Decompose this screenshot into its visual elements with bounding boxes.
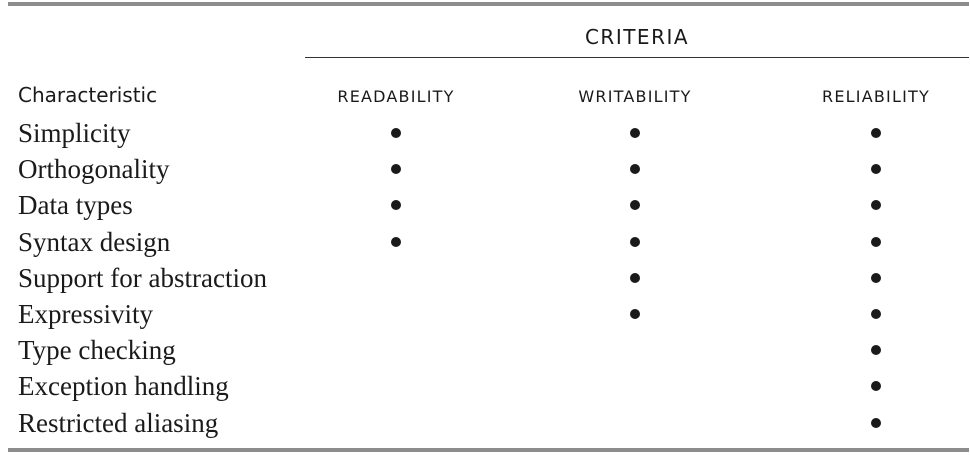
bullet-mark: [871, 417, 881, 428]
column-header-reliability: RELIABILITY: [822, 87, 930, 106]
bullet-mark: [630, 236, 640, 247]
bullet-mark: [630, 272, 640, 283]
bullet-mark: [630, 128, 640, 138]
row-label: Syntax design: [18, 226, 171, 257]
bullet-mark: [391, 200, 401, 211]
table-row: Syntax design: [0, 224, 970, 260]
row-label: Type checking: [18, 335, 176, 366]
row-label: Restricted aliasing: [18, 407, 219, 438]
table-row: Support for abstraction: [0, 260, 970, 296]
row-label: Orthogonality: [18, 154, 170, 185]
bullet-mark: [871, 309, 881, 319]
bullet-mark: [630, 200, 640, 211]
row-label: Data types: [18, 190, 133, 221]
table-row: Restricted aliasing: [0, 405, 970, 441]
row-label: Simplicity: [18, 118, 131, 148]
table-row: Data types: [0, 187, 970, 223]
row-label: Expressivity: [18, 299, 153, 329]
bullet-mark: [871, 272, 881, 283]
table-row: Orthogonality: [0, 151, 970, 187]
bullet-mark: [871, 128, 881, 138]
table-top-rule: [8, 2, 969, 6]
row-label: Exception handling: [18, 371, 229, 402]
bullet-mark: [871, 345, 881, 356]
table-row: Exception handling: [0, 368, 970, 404]
bullet-mark: [391, 236, 401, 247]
bullet-mark: [871, 381, 881, 392]
table-row: Simplicity: [0, 115, 970, 151]
criteria-group-header: CRITERIA: [584, 25, 690, 49]
column-header-readability: READABILITY: [337, 87, 455, 106]
column-header-writability: WRITABILITY: [578, 87, 692, 106]
bullet-mark: [630, 309, 640, 319]
table-bottom-rule: [8, 448, 969, 452]
bullet-mark: [391, 128, 401, 138]
bullet-mark: [871, 236, 881, 247]
table-row: Type checking: [0, 332, 970, 368]
table-row: Expressivity: [0, 296, 970, 332]
bullet-mark: [630, 164, 640, 175]
criteria-underline: [305, 57, 969, 58]
row-label: Support for abstraction: [18, 262, 267, 293]
bullet-mark: [871, 200, 881, 211]
bullet-mark: [391, 164, 401, 175]
bullet-mark: [871, 164, 881, 175]
characteristic-column-header: Characteristic: [18, 83, 158, 107]
